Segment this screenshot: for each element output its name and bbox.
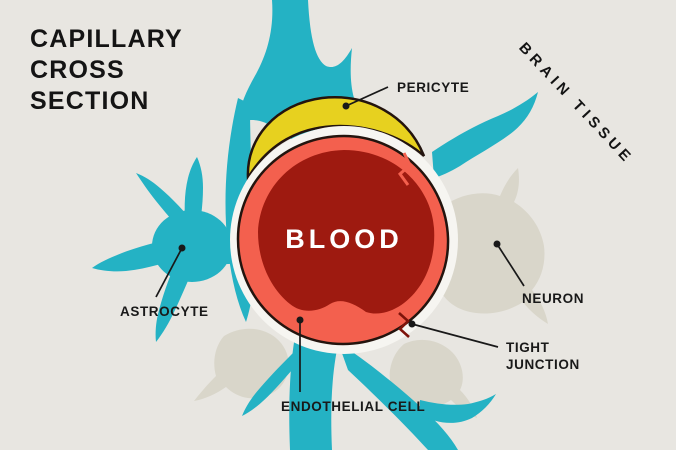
tight-junction-crack-top bbox=[397, 152, 412, 186]
neuron-cell-shape bbox=[434, 168, 548, 324]
astrocyte-shapes bbox=[92, 0, 538, 450]
astrocyte-upper-right-arm bbox=[432, 92, 538, 178]
pericyte-label: PERICYTE bbox=[397, 80, 469, 95]
astrocyte-left-star-arm-up bbox=[184, 157, 203, 240]
tight-junction-label-line1: TIGHT bbox=[506, 340, 550, 355]
gray-tissue-blob-right bbox=[389, 339, 477, 418]
astrocyte-label: ASTROCYTE bbox=[120, 304, 209, 319]
blood-shape bbox=[258, 150, 435, 314]
endothelial-cell-label: ENDOTHELIAL CELL bbox=[281, 399, 425, 414]
tight-junction-label-line2: JUNCTION bbox=[506, 357, 580, 372]
astrocyte-left-star-arm-down bbox=[155, 262, 196, 342]
title-line-2: CROSS bbox=[30, 56, 125, 84]
astrocyte-bottom-stem bbox=[289, 330, 340, 450]
tight-junction-crack-bottom bbox=[398, 312, 410, 338]
neuron-leader-line bbox=[496, 243, 525, 287]
diagram-title: CAPILLARY CROSS SECTION bbox=[30, 25, 183, 115]
astrocyte-left-star-arm-left bbox=[92, 235, 186, 272]
title-line-3: SECTION bbox=[30, 87, 150, 115]
pericyte-leader-line bbox=[345, 86, 389, 107]
astrocyte-bottom-right-branch bbox=[420, 394, 496, 423]
astrocyte-left-star-arm-upleft bbox=[136, 173, 200, 246]
astrocyte-bottom-right-arm bbox=[338, 342, 458, 450]
astrocyte-bottom-left-arm bbox=[242, 344, 312, 416]
tight-junction-leader-line bbox=[411, 323, 499, 348]
pericyte-shape bbox=[246, 96, 426, 183]
leader-lines bbox=[155, 86, 525, 392]
neuron-label: NEURON bbox=[522, 291, 584, 306]
title-line-1: CAPILLARY bbox=[30, 25, 183, 53]
astrocyte-leader-line bbox=[155, 247, 183, 298]
blood-label: BLOOD bbox=[285, 224, 403, 254]
